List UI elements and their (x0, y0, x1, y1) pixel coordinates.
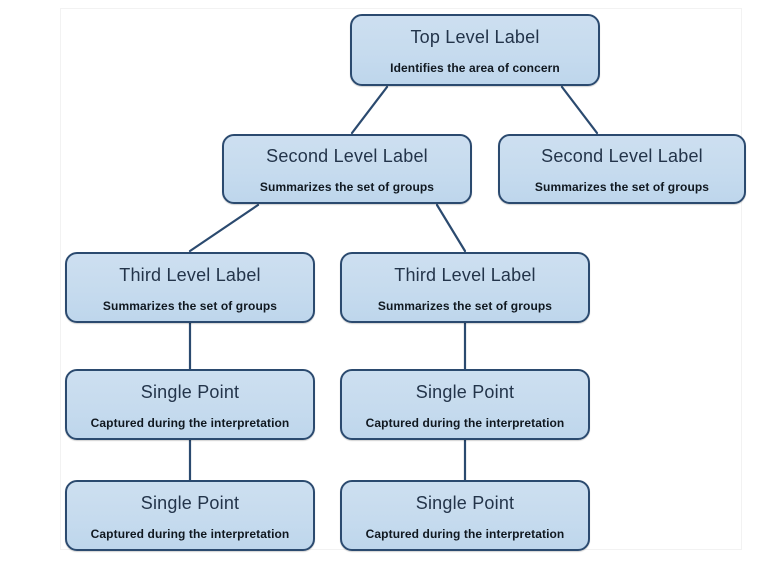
node-third-level-left[interactable]: Third Level Label Summarizes the set of … (65, 252, 315, 323)
node-second-level-left[interactable]: Second Level Label Summarizes the set of… (222, 134, 472, 204)
node-subtitle: Identifies the area of concern (390, 61, 560, 75)
node-title: Single Point (140, 381, 240, 402)
node-title: Single Point (140, 492, 240, 513)
node-subtitle: Captured during the interpretation (365, 526, 565, 541)
node-second-level-right[interactable]: Second Level Label Summarizes the set of… (498, 134, 746, 204)
node-title: Second Level Label (541, 146, 703, 166)
node-title: Second Level Label (266, 146, 428, 166)
node-single-point-left-1[interactable]: Single Point Captured during the interpr… (65, 369, 315, 440)
node-title: Single Point (415, 381, 515, 402)
node-subtitle: Captured during the interpretation (365, 415, 565, 430)
node-top-level[interactable]: Top Level Label Identifies the area of c… (350, 14, 600, 86)
node-subtitle: Summarizes the set of groups (102, 298, 278, 313)
node-subtitle: Summarizes the set of groups (377, 298, 553, 313)
connector-top-to-second-left (350, 85, 389, 135)
connector-second-left-to-third-left (188, 203, 260, 253)
connector-top-to-second-right (560, 85, 599, 135)
node-title: Third Level Label (119, 264, 261, 285)
node-title: Top Level Label (410, 27, 540, 47)
node-subtitle: Summarizes the set of groups (534, 180, 710, 194)
node-subtitle: Summarizes the set of groups (259, 180, 435, 194)
node-subtitle: Captured during the interpretation (90, 526, 290, 541)
connector-second-left-to-third-right (435, 203, 467, 253)
node-title: Third Level Label (394, 264, 536, 285)
node-single-point-left-2[interactable]: Single Point Captured during the interpr… (65, 480, 315, 551)
node-single-point-right-1[interactable]: Single Point Captured during the interpr… (340, 369, 590, 440)
node-title: Single Point (415, 492, 515, 513)
node-single-point-right-2[interactable]: Single Point Captured during the interpr… (340, 480, 590, 551)
node-subtitle: Captured during the interpretation (90, 415, 290, 430)
node-third-level-right[interactable]: Third Level Label Summarizes the set of … (340, 252, 590, 323)
